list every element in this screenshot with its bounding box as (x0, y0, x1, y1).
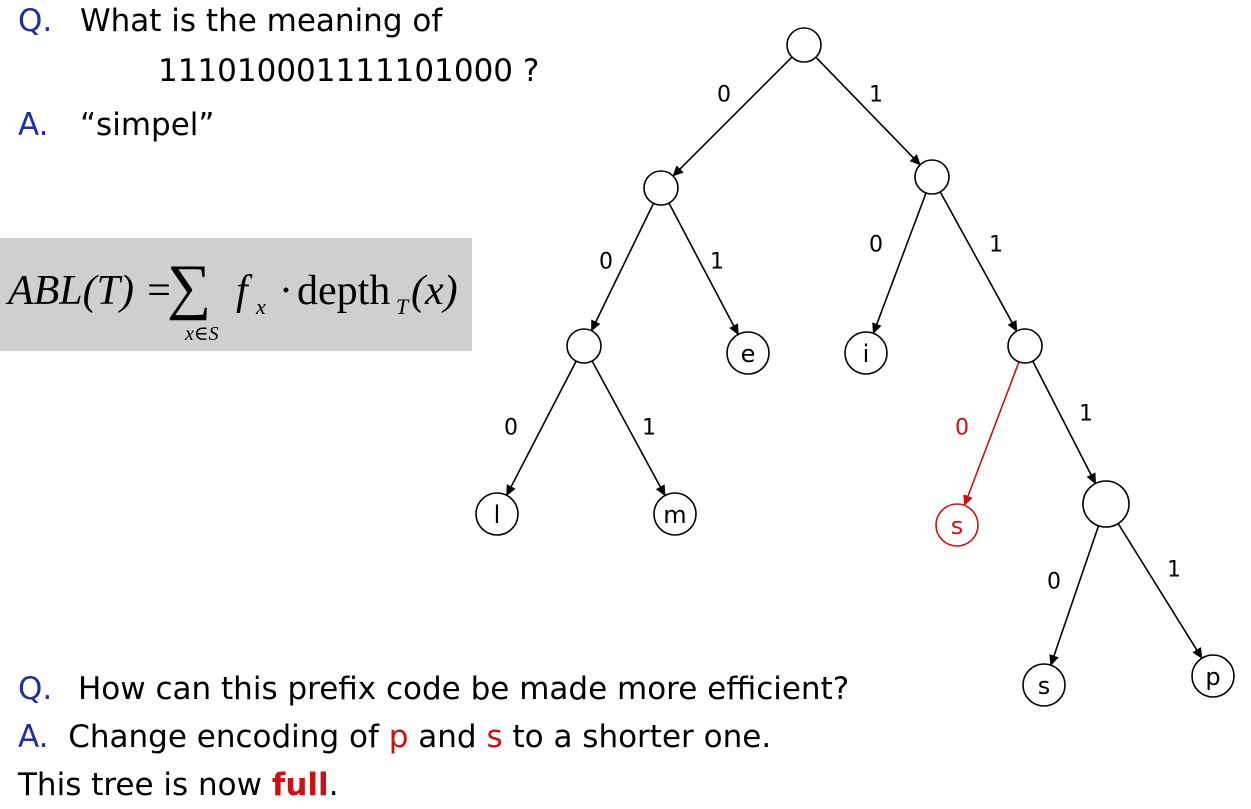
tree-node-label: p (1205, 663, 1220, 691)
tree-edge-label: 1 (869, 83, 883, 108)
a1-answer: “simpel” (80, 107, 215, 143)
tree-edge-label: 0 (599, 250, 613, 275)
q2-prefix: Q. (18, 671, 53, 707)
tree-node-label: l (494, 501, 501, 529)
q1-bits: 111010001111101000 ? (158, 53, 540, 89)
tree-edge-label: 0 (1047, 570, 1061, 595)
tree-edge-n00-l (505, 360, 577, 497)
tree-edge-n111-s (1049, 525, 1100, 667)
a2-p: p (388, 719, 409, 755)
note-line: This tree is now full. (18, 770, 339, 801)
tree-edge-root-n1 (815, 56, 921, 166)
formula-dot: · (279, 268, 293, 314)
tree-edge-n00-m (591, 360, 666, 497)
tree-node-n0 (643, 170, 679, 206)
tree-edge-label: 0 (869, 233, 883, 258)
tree-edge-n11-s_red (963, 361, 1020, 507)
formula-f-sub: x (256, 294, 266, 319)
tree-edge-label: 0 (717, 83, 731, 108)
formula-arg: (x) (411, 268, 458, 314)
tree-edge-n111-p (1117, 523, 1203, 660)
tree-node-n1 (914, 159, 950, 195)
a2-prefix: A. (18, 719, 49, 755)
tree-edge-label: 1 (710, 250, 724, 275)
tree-node-n00 (566, 328, 602, 364)
tree-edge-label: 0 (955, 416, 969, 441)
tree-edge-n11-n111 (1032, 360, 1097, 485)
a2-after: to a shorter one. (512, 719, 772, 755)
formula-box: ABL(T) = ∑ x∈S f x · depth T (x) (0, 238, 472, 351)
tree-node-s (1022, 663, 1066, 707)
tree-edge-n1-n11 (939, 191, 1018, 332)
tree-node-i (844, 331, 888, 375)
a2-and: and (418, 719, 477, 755)
q1-question: What is the meaning of (80, 3, 443, 39)
q1-prefix: Q. (18, 3, 53, 39)
note-after: . (328, 767, 339, 803)
formula-sum-sub: x∈S (185, 323, 219, 345)
formula-f: f (236, 268, 248, 314)
a2-before: Change encoding of (68, 719, 379, 755)
tree-node-label: m (663, 501, 686, 529)
tree-node-root (786, 27, 822, 63)
a2-s: s (486, 719, 503, 755)
a1-prefix: A. (18, 107, 49, 143)
tree-edge-label: 1 (989, 233, 1003, 258)
tree-edge-n1-i (872, 192, 927, 335)
tree-node-label: s (1038, 672, 1051, 700)
tree-node-label: e (741, 340, 756, 368)
tree-edge-n0-e (668, 202, 739, 336)
tree-node-label: i (863, 340, 870, 368)
q2-question: How can this prefix code be made more ef… (78, 671, 850, 707)
formula-depth-sub: T (396, 294, 409, 319)
tree-node-n11 (1007, 328, 1043, 364)
tree-node-m (653, 492, 697, 536)
tree-node-l (475, 492, 519, 536)
tree-node-p (1191, 654, 1235, 698)
tree-node-n111 (1082, 480, 1130, 528)
tree-edge-label: 1 (1167, 558, 1181, 583)
a2-line: A. Change encoding of p and s to a short… (18, 722, 771, 753)
tree-node-label: s (951, 512, 964, 540)
tree-node-e (726, 331, 770, 375)
tree-edge-root-n0 (672, 56, 793, 177)
tree-edge-n0-n00 (590, 202, 655, 332)
tree-node-s_red (935, 503, 979, 547)
note-full: full (271, 767, 329, 803)
tree-edge-label: 0 (504, 416, 518, 441)
formula-depth: depth (297, 268, 391, 314)
tree-edge-label: 1 (642, 416, 656, 441)
formula-sum: ∑ (167, 253, 212, 321)
formula-lhs: ABL(T) = (8, 268, 173, 314)
note-before: This tree is now (18, 767, 263, 803)
tree-edge-label: 1 (1079, 402, 1093, 427)
